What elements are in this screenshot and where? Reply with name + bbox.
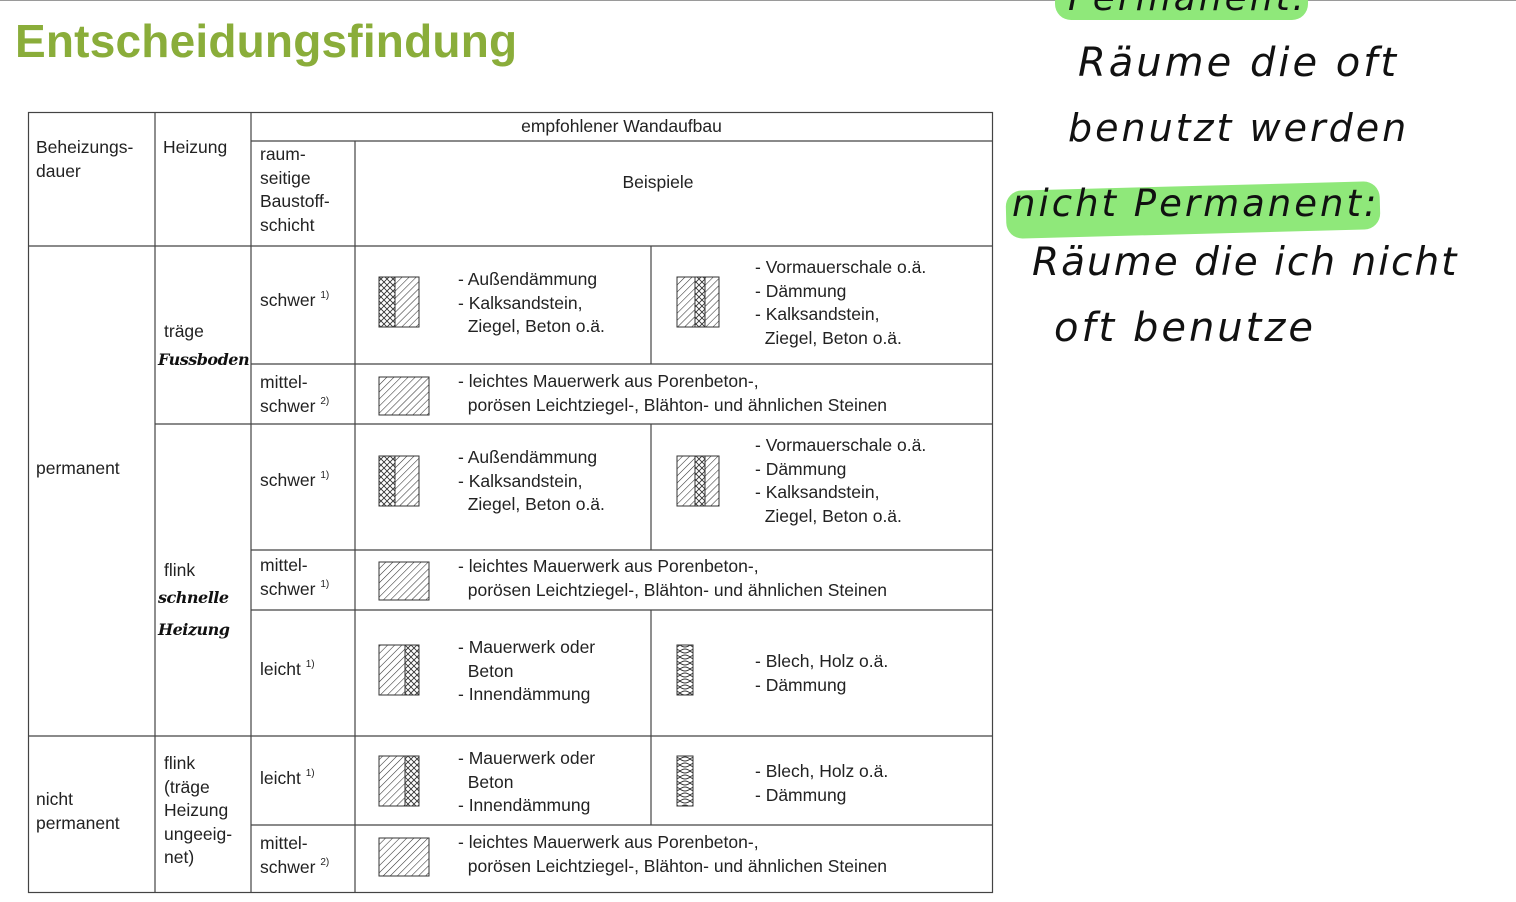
top-border-line — [0, 0, 1516, 1]
example-aussendaemmung-2: - Außendämmung - Kalksandstein, Ziegel, … — [458, 447, 605, 514]
handwritten-heizung: Heizung — [158, 620, 230, 639]
group-permanent: permanent — [36, 458, 120, 478]
wall-icon-innen-1 — [378, 644, 420, 696]
wall-icon-innen-2 — [378, 755, 420, 807]
header-beispiele: Beispiele — [622, 172, 694, 192]
header-raumseitige-schicht: raum- seitige Baustoff- schicht — [260, 144, 330, 235]
header-heizung: Heizung — [163, 137, 228, 157]
wall-icon-leicht-mw-2 — [378, 561, 430, 601]
schicht-row1: schwer 1) — [260, 290, 330, 310]
decision-table-grid — [27, 111, 994, 894]
example-innendaemmung-1: - Mauerwerk oder Beton - Innendämmung — [458, 637, 596, 704]
example-vormauerschale-1: - Vormauerschale o.ä. - Dämmung - Kalksa… — [755, 257, 927, 348]
handwritten-fussboden: Fussboden — [158, 350, 250, 369]
note-permanent: Permanent: — [1068, 0, 1308, 19]
wall-icon-vormauer-2 — [676, 455, 720, 507]
schicht-row4: mittel- schwer 1) — [260, 555, 330, 599]
wall-icon-leicht-mw-1 — [378, 376, 430, 416]
note-line2: benutzt werden — [1068, 106, 1410, 150]
wall-icon-aussen-1 — [378, 276, 420, 328]
heizung-flink-traege: flink (träge Heizung ungeeig- net) — [164, 753, 233, 867]
wall-icon-leicht-mw-3 — [378, 837, 430, 877]
wall-icon-vormauer-1 — [676, 276, 720, 328]
schicht-row3: schwer 1) — [260, 470, 330, 490]
example-aussendaemmung-1: - Außendämmung - Kalksandstein, Ziegel, … — [458, 269, 605, 336]
schicht-row5: leicht 1) — [260, 659, 315, 679]
header-beheizungsdauer: Beheizungs- dauer — [36, 137, 134, 181]
heizung-traege: träge — [164, 321, 204, 341]
example-blech-holz-2: - Blech, Holz o.ä. - Dämmung — [755, 761, 889, 805]
wall-icon-blech-2 — [676, 755, 694, 807]
note-line4: oft benutze — [1054, 305, 1316, 351]
page-title: Entscheidungsfindung — [15, 15, 518, 67]
heizung-flink: flink — [164, 560, 196, 580]
handwritten-schnelle: schnelle — [158, 588, 229, 607]
schicht-row2: mittel- schwer 2) — [260, 372, 330, 416]
note-line3: Räume die ich nicht — [1032, 240, 1459, 285]
wall-icon-blech-1 — [676, 644, 694, 696]
example-vormauerschale-2: - Vormauerschale o.ä. - Dämmung - Kalksa… — [755, 435, 927, 526]
example-innendaemmung-2: - Mauerwerk oder Beton - Innendämmung — [458, 748, 596, 815]
schicht-row6: leicht 1) — [260, 768, 315, 788]
note-nicht-permanent: nicht Permanent: — [1012, 182, 1380, 225]
example-leichtes-mauerwerk-3: - leichtes Mauerwerk aus Porenbeton-, po… — [458, 832, 888, 876]
example-blech-holz-1: - Blech, Holz o.ä. - Dämmung — [755, 651, 889, 695]
example-leichtes-mauerwerk-1: - leichtes Mauerwerk aus Porenbeton-, po… — [458, 371, 888, 415]
example-leichtes-mauerwerk-2: - leichtes Mauerwerk aus Porenbeton-, po… — [458, 556, 888, 600]
schicht-row7: mittel- schwer 2) — [260, 833, 330, 877]
wall-icon-aussen-2 — [378, 455, 420, 507]
note-line1: Räume die oft — [1078, 40, 1400, 86]
highlight-permanent — [1055, 0, 1308, 20]
group-nicht-permanent: nicht permanent — [36, 789, 120, 833]
header-wandaufbau: empfohlener Wandaufbau — [521, 116, 722, 136]
